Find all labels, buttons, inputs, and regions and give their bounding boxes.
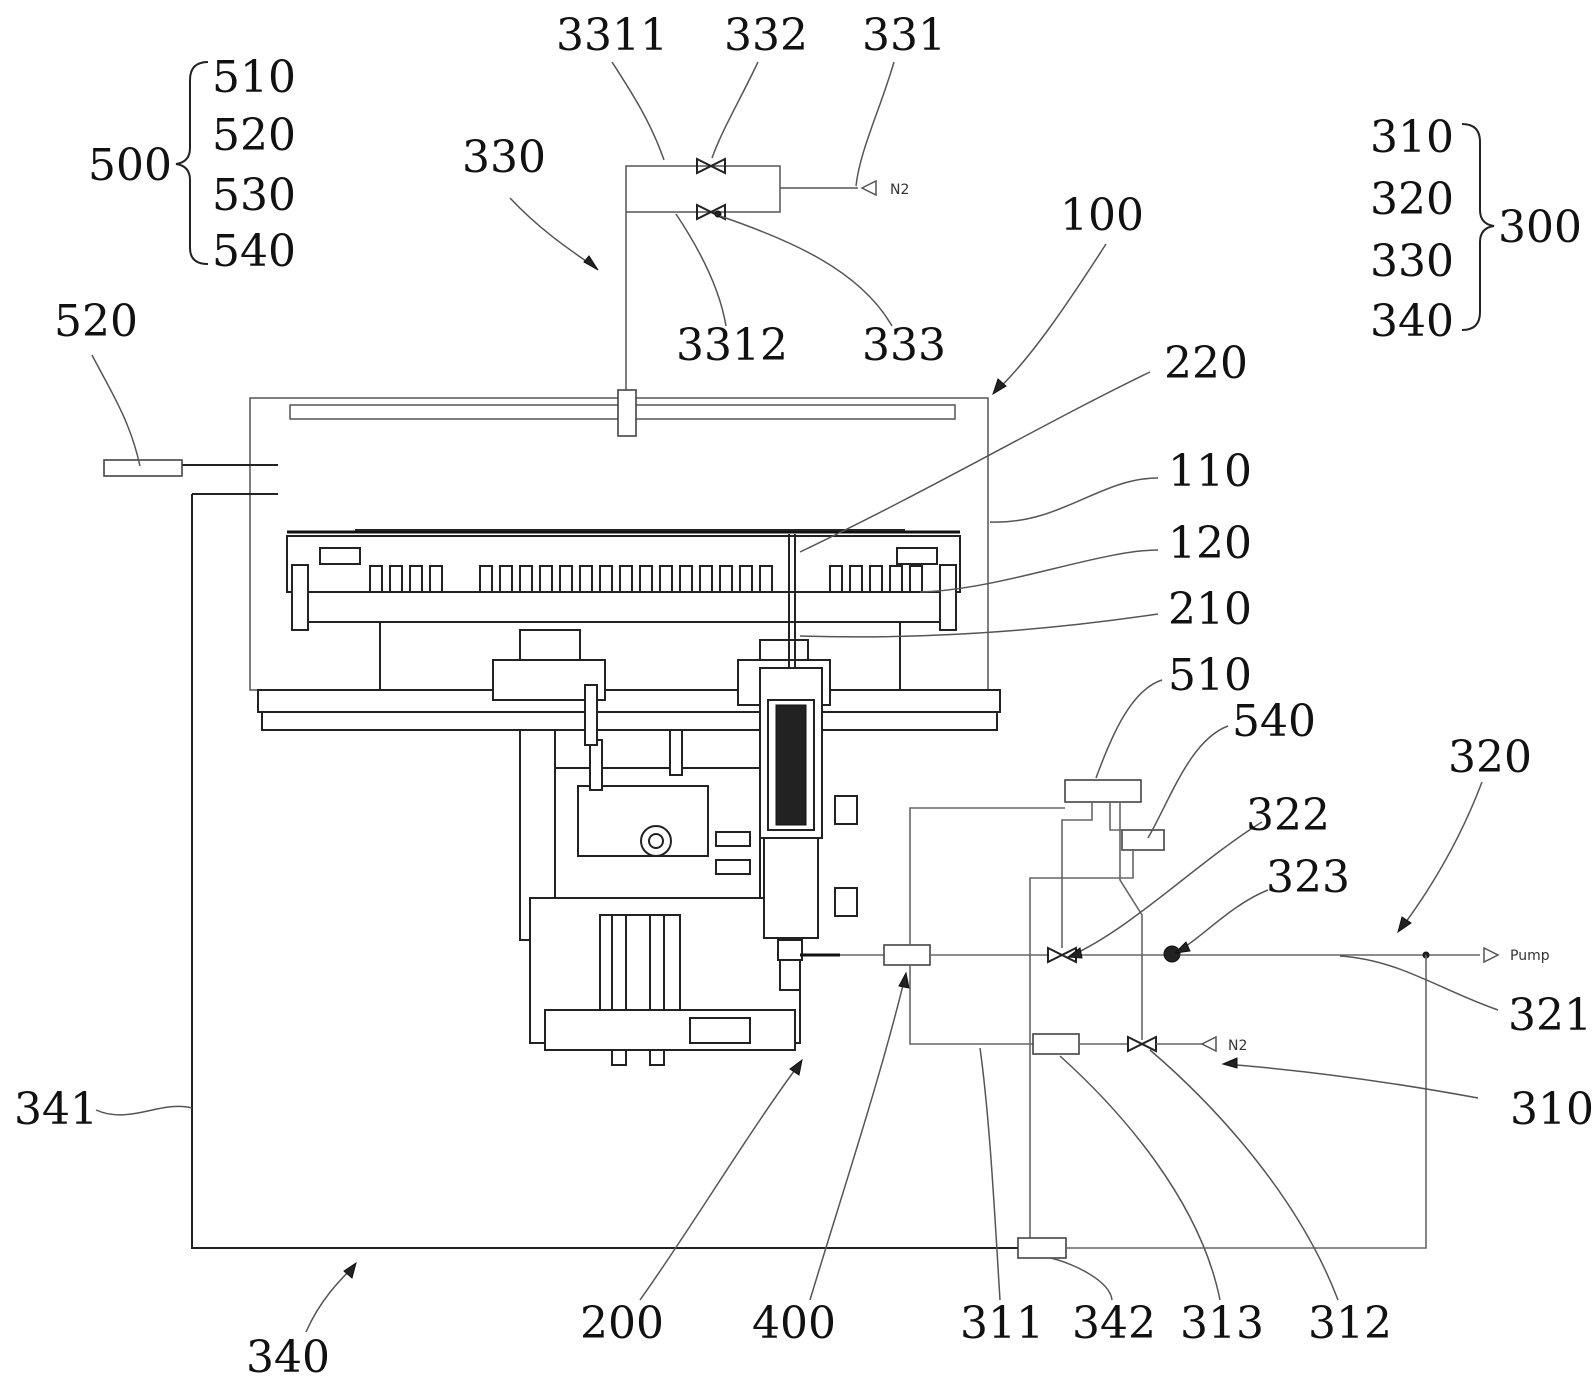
heater-slot [719,565,733,593]
label-313: 313 [1180,1298,1264,1349]
label-320: 320 [1448,732,1532,783]
heater-slot [519,565,533,593]
label-321: 321 [1508,990,1592,1041]
n2-inlet-arrow [860,179,877,197]
heater-slot [539,565,553,593]
heater-slot [619,565,633,593]
label-332: 332 [724,10,808,61]
label-500: 500 [88,140,172,191]
label-120: 120 [1168,518,1252,569]
label-200: 200 [580,1298,664,1349]
heater-slot [389,565,403,593]
gas-line-330 [625,157,877,390]
heater-slot [889,565,903,593]
heater-slot [369,565,383,593]
valve-312-icon [1139,1035,1157,1053]
label-210: 210 [1168,584,1252,635]
label-323: 323 [1266,852,1350,903]
valve-342 [1017,1237,1067,1259]
label-322: 322 [1246,790,1330,841]
n2-label-bottom: N2 [1228,1038,1247,1054]
label-330-list: 330 [1370,236,1454,287]
label-342: 342 [1072,1298,1156,1349]
label-331: 331 [862,10,946,61]
heater-slot [679,565,693,593]
heater-slot [429,565,443,593]
label-310: 310 [1510,1084,1593,1135]
heater-slot [479,565,493,593]
label-520: 520 [54,296,138,347]
label-340-list: 340 [1370,296,1454,347]
label-520-list: 520 [212,110,296,161]
heater-slot [739,565,753,593]
heater-slot [639,565,653,593]
valve-332-icon [708,157,726,175]
reference-labels: 500 510 520 530 540 3311 332 331 330 331… [14,10,1593,1383]
n2-purge-arrow [1200,1035,1217,1053]
exhaust-network [103,459,1500,1259]
lift-shaft [759,534,858,991]
label-320-list: 320 [1370,174,1454,225]
label-312: 312 [1308,1298,1392,1349]
label-3312: 3312 [676,320,788,371]
heater-slots [369,565,923,593]
label-100: 100 [1060,190,1144,241]
heater-slot [409,565,423,593]
controller-510 [1064,779,1142,803]
leader-lines [91,61,1499,1333]
heater-slot [849,565,863,593]
label-300: 300 [1498,202,1582,253]
label-341: 341 [14,1084,98,1135]
label-400: 400 [752,1298,836,1349]
pump-outlet-arrow [1483,946,1500,964]
heater-slot [559,565,573,593]
label-510: 510 [1168,650,1252,701]
flowmeter-313 [1032,1033,1080,1055]
label-530-list: 530 [212,170,296,221]
sensor-520 [103,459,183,477]
label-540: 540 [1232,696,1316,747]
heater-slot [499,565,513,593]
pump-label: Pump [1510,948,1550,964]
controller-540 [1121,829,1165,851]
heater-slot [909,565,923,593]
label-510-list: 510 [212,52,296,103]
heater-slot [869,565,883,593]
heater-slot [759,565,773,593]
label-340: 340 [246,1332,330,1383]
heater-slot [599,565,613,593]
heater-slot [699,565,713,593]
sensor-400 [883,944,931,966]
heater-slot [579,565,593,593]
label-310-list: 310 [1370,112,1454,163]
label-110: 110 [1168,446,1252,497]
label-330: 330 [462,132,546,183]
label-540-list: 540 [212,226,296,277]
n2-label-top: N2 [890,182,909,198]
pump-fitting-323 [1163,945,1181,963]
label-333: 333 [862,320,946,371]
label-311: 311 [960,1298,1044,1349]
heater-slot [659,565,673,593]
label-3311: 3311 [556,10,668,61]
label-220: 220 [1164,338,1248,389]
heater-slot [829,565,843,593]
